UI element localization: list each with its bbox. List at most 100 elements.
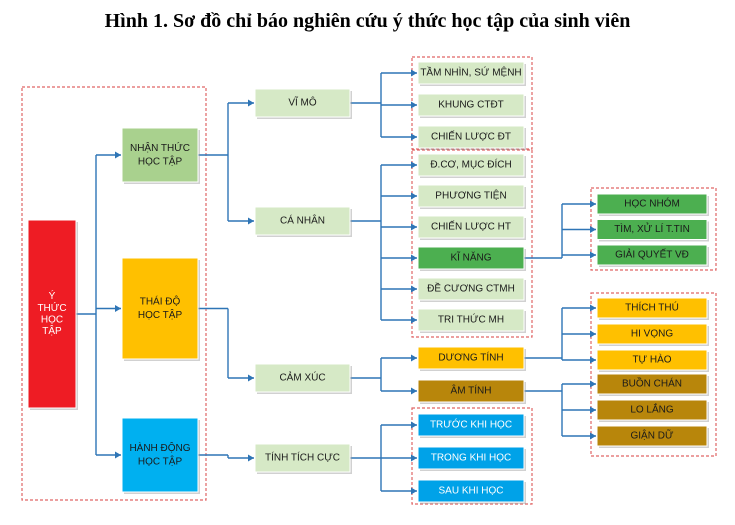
- amtinh-item-lo-lang-box: [596, 399, 708, 421]
- conn-tinhtichcuc-branch-1-head: [411, 454, 417, 462]
- tinhtichcuc-item-sau-khi-hoc-label: SAU KHI HỌC: [438, 486, 503, 497]
- amtinh-item-gian-du: GIẬN DỮ: [596, 425, 709, 448]
- level1-hanhdong-label: HÀNH ĐỘNG: [129, 441, 190, 454]
- root-group-frame: [21, 86, 207, 501]
- conn-vimo-branch-1-head: [411, 101, 417, 109]
- conn-root-branch-0-head: [115, 151, 121, 159]
- amtinh-item-lo-lang: LO LẮNG: [596, 399, 709, 422]
- canhan-items-frame: [411, 149, 533, 338]
- duongtinh-item-hi-vong-label: HI VỌNG: [631, 329, 673, 340]
- conn-canhan-branch-0-head: [411, 161, 417, 169]
- level2-camxuc: CẢM XÚC: [254, 363, 352, 394]
- canhan-item-phuong-tien-label: PHƯƠNG TIỆN: [435, 189, 506, 202]
- canhan-item-ki-nang: KĨ NĂNG: [417, 246, 526, 271]
- vimo-item-khung-ctdt-box: [417, 93, 525, 117]
- conn-camxuc-branch-1-head: [411, 387, 417, 395]
- canhan-item-ki-nang-label: KĨ NĂNG: [450, 251, 491, 264]
- vimo-item-khung-ctdt: KHUNG CTĐT: [417, 93, 526, 118]
- kinang-item-tim-xu-li-t-tin-label: TÌM, XỬ LÍ T.TIN: [614, 222, 690, 235]
- level1-nhanthuc-label: NHẬN THỨC: [130, 141, 190, 154]
- canhan-item-de-cuong-ctmh-label: ĐỀ CƯƠNG CTMH: [427, 282, 515, 295]
- camxuc-item-duong-tinh: DƯƠNG TÍNH: [417, 346, 526, 371]
- root-node-label: TẬP: [42, 324, 62, 337]
- root-node-label: THỨC: [37, 301, 66, 314]
- amtinh-item-gian-du-label: GIẬN DỮ: [631, 429, 674, 442]
- conn-amtinh-branch-2-head: [590, 432, 596, 440]
- conn-amtinh-branch-0-head: [590, 380, 596, 388]
- level2-tinhtichcuc: TÍNH TÍCH CỰC: [254, 443, 352, 474]
- conn-nhanthuc-branch-0-head: [248, 99, 254, 107]
- tinhtichcuc-item-truoc-khi-hoc-box: [417, 413, 525, 437]
- canhan-item-chien-luoc-ht-label: CHIẾN LƯỢC HT: [431, 220, 511, 233]
- conn-tinhtichcuc-branch-2-head: [411, 487, 417, 495]
- vimo-item-tam-nhin-su-menh-box: [417, 61, 525, 85]
- duongtinh-item-tu-hao-box: [596, 349, 708, 371]
- kinang-item-giai-quyet-vd-label: GIẢI QUYẾT VĐ: [615, 248, 689, 261]
- vimo-item-chien-luoc-dt: CHIẾN LƯỢC ĐT: [417, 125, 526, 150]
- level2-camxuc-box: [254, 363, 351, 393]
- kinang-item-giai-quyet-vd: GIẢI QUYẾT VĐ: [596, 244, 709, 267]
- figure-title: Hình 1. Sơ đồ chỉ báo nghiên cứu ý thức …: [104, 10, 631, 32]
- vimo-item-tam-nhin-su-menh: TẦM NHÌN, SỨ MỆNH: [417, 61, 526, 86]
- level2-vimo: VĨ MÔ: [254, 88, 352, 119]
- canhan-item-phuong-tien: PHƯƠNG TIỆN: [417, 184, 526, 209]
- amtinh-item-gian-du-box: [596, 425, 708, 447]
- duongtinh-item-tu-hao-label: TỰ HÀO: [632, 353, 671, 366]
- kinang-item-tim-xu-li-t-tin-box: [596, 219, 708, 240]
- tinhtichcuc-item-truoc-khi-hoc: TRƯỚC KHI HỌC: [417, 413, 526, 438]
- kinang-item-hoc-nhom: HỌC NHÓM: [596, 193, 709, 216]
- camxuc-item-am-tinh-box: [417, 379, 525, 403]
- conn-hanhdong-branch-0-head: [248, 454, 254, 462]
- conn-kinang-branch-0-head: [590, 200, 596, 208]
- duongtinh-item-thich-thu-label: THÍCH THÚ: [625, 301, 679, 314]
- conn-vimo-branch-2-head: [411, 133, 417, 141]
- conn-kinang-branch-2-head: [590, 251, 596, 259]
- kinang-item-hoc-nhom-box: [596, 193, 708, 215]
- vimo-item-tam-nhin-su-menh-label: TẦM NHÌN, SỨ MỆNH: [420, 66, 521, 79]
- amtinh-item-buon-chan-label: BUỒN CHÁN: [622, 377, 682, 390]
- camxuc-item-am-tinh-label: ÂM TÍNH: [451, 384, 492, 397]
- duongtinh-item-thich-thu: THÍCH THÚ: [596, 297, 709, 320]
- conn-thaido-branch-0-head: [248, 374, 254, 382]
- canhan-item-phuong-tien-box: [417, 184, 525, 208]
- canhan-item-tri-thuc-mh-box: [417, 308, 525, 332]
- conn-canhan-branch-3-head: [411, 254, 417, 262]
- conn-kinang-branch-1-head: [590, 226, 596, 233]
- duongtinh-item-hi-vong-box: [596, 323, 708, 345]
- conn-canhan-branch-1-head: [411, 192, 417, 200]
- vimo-item-chien-luoc-dt-label: CHIẾN LƯỢC ĐT: [431, 130, 511, 143]
- tinhtichcuc-item-sau-khi-hoc-box: [417, 479, 525, 503]
- conn-canhan-branch-2-head: [411, 223, 417, 231]
- level1-thaido-box: [121, 257, 199, 360]
- camxuc-item-duong-tinh-label: DƯƠNG TÍNH: [438, 351, 503, 364]
- duongtinh-item-thich-thu-box: [596, 297, 708, 319]
- conn-tinhtichcuc-branch-0-head: [411, 421, 417, 429]
- canhan-item-chien-luoc-ht: CHIẾN LƯỢC HT: [417, 215, 526, 240]
- connector-lines: [76, 69, 596, 495]
- root-node-box: [27, 219, 77, 409]
- canhan-item-tri-thuc-mh-label: TRI THỨC MH: [438, 313, 504, 326]
- level1-hanhdong-box: [121, 417, 199, 493]
- canhan-item-chien-luoc-ht-box: [417, 215, 525, 239]
- conn-duongtinh-branch-2-head: [590, 356, 596, 364]
- amtinh-item-lo-lang-label: LO LẮNG: [630, 403, 674, 416]
- kinang-item-tim-xu-li-t-tin: TÌM, XỬ LÍ T.TIN: [596, 219, 709, 242]
- camxuc-item-am-tinh: ÂM TÍNH: [417, 379, 526, 404]
- canhan-item-ki-nang-box: [417, 246, 525, 270]
- level1-thaido-label: HỌC TẬP: [138, 308, 183, 321]
- conn-canhan-branch-5-head: [411, 316, 417, 324]
- canhan-item-d-co-muc-dich-label: Đ.CƠ, MỤC ĐÍCH: [430, 158, 511, 171]
- conn-root-branch-1-head: [115, 305, 121, 312]
- level2-camxuc-label: CẢM XÚC: [279, 371, 325, 384]
- amtinh-item-buon-chan: BUỒN CHÁN: [596, 373, 709, 396]
- canhan-item-d-co-muc-dich-box: [417, 153, 525, 177]
- vimo-item-khung-ctdt-label: KHUNG CTĐT: [438, 100, 504, 111]
- duongtinh-item-hi-vong: HI VỌNG: [596, 323, 709, 346]
- tinhtichcuc-item-trong-khi-hoc-box: [417, 446, 525, 470]
- canhan-item-de-cuong-ctmh-box: [417, 277, 525, 301]
